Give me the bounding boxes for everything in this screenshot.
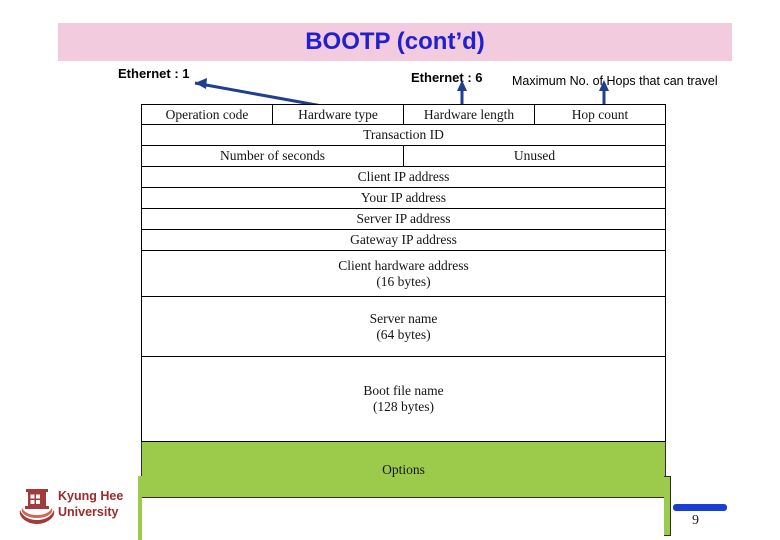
field-hop-count: Hop count [534,104,666,125]
field-options: Options [141,441,666,498]
field-label: Boot file name [363,383,444,399]
annotation-max-hops: Maximum No. of Hops that can travel [512,74,718,88]
field-gateway-ip-address: Gateway IP address [141,229,666,251]
page-number: 9 [692,513,699,528]
field-label: Server name [369,310,438,326]
table-row: Server name (64 bytes) [141,296,666,357]
field-unused: Unused [403,145,666,167]
field-client-hardware-address: Client hardware address (16 bytes) [141,250,666,297]
field-server-name: Server name (64 bytes) [141,296,666,357]
annotation-ethernet-1: Ethernet : 1 [118,66,190,81]
field-client-ip-address: Client IP address [141,166,666,188]
table-row: Client hardware address (16 bytes) [141,250,666,297]
field-transaction-id: Transaction ID [141,124,666,146]
field-hardware-type: Hardware type [272,104,404,125]
field-boot-file-name: Boot file name (128 bytes) [141,356,666,442]
table-row: Server IP address [141,208,666,230]
university-name: Kyung Hee University [58,489,124,519]
table-row: Operation code Hardware type Hardware le… [141,104,666,125]
annotation-ethernet-6: Ethernet : 6 [411,70,483,85]
table-row: Your IP address [141,187,666,209]
page-title: BOOTP (cont’d) [305,28,485,55]
field-size: (16 bytes) [376,273,431,289]
field-size: (128 bytes) [372,399,435,414]
bootp-packet-table: Operation code Hardware type Hardware le… [141,104,666,498]
table-row: Client IP address [141,166,666,188]
page-number-bar [673,504,727,511]
options-row-extension [664,476,671,536]
footer-green-bar [138,476,142,540]
field-server-ip-address: Server IP address [141,208,666,230]
field-operation-code: Operation code [141,104,273,125]
title-banner [58,23,732,61]
table-row: Transaction ID [141,124,666,146]
kyung-hee-crest-icon [19,489,55,524]
table-row: Number of seconds Unused [141,145,666,167]
field-number-of-seconds: Number of seconds [141,145,404,167]
table-row: Options [141,441,666,498]
table-row: Boot file name (128 bytes) [141,356,666,442]
table-row: Gateway IP address [141,229,666,251]
field-hardware-length: Hardware length [403,104,535,125]
field-size: (64 bytes) [376,326,431,342]
field-your-ip-address: Your IP address [141,187,666,209]
field-label: Client hardware address [338,257,469,273]
